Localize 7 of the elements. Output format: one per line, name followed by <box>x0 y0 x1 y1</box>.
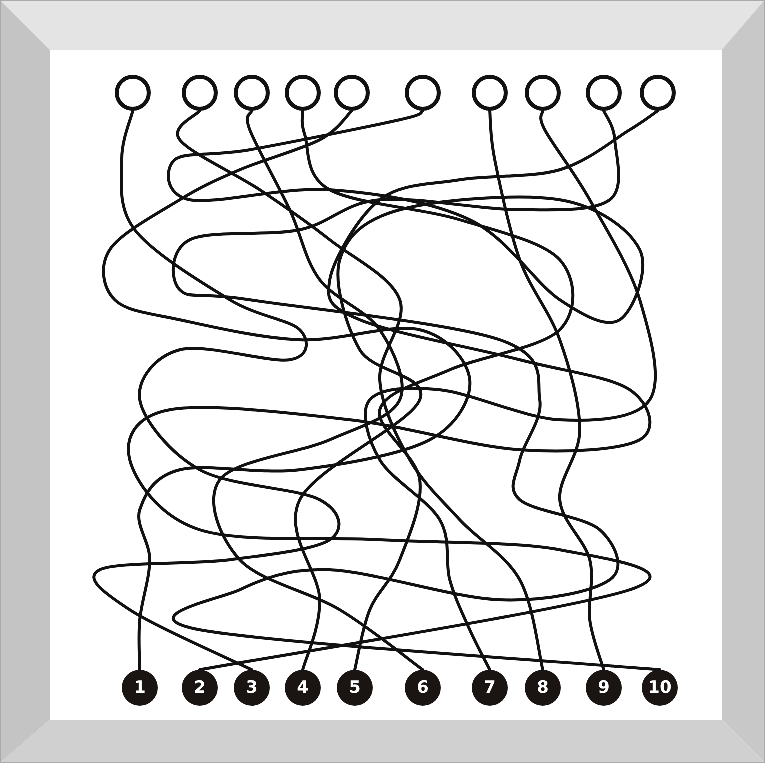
tangled-line <box>488 110 606 672</box>
tangled-line <box>176 110 544 672</box>
tangled-line <box>300 110 575 672</box>
tangled-line <box>92 110 341 672</box>
tangled-line <box>102 110 472 672</box>
tangled-line <box>212 110 424 672</box>
tangled-line <box>364 110 658 672</box>
